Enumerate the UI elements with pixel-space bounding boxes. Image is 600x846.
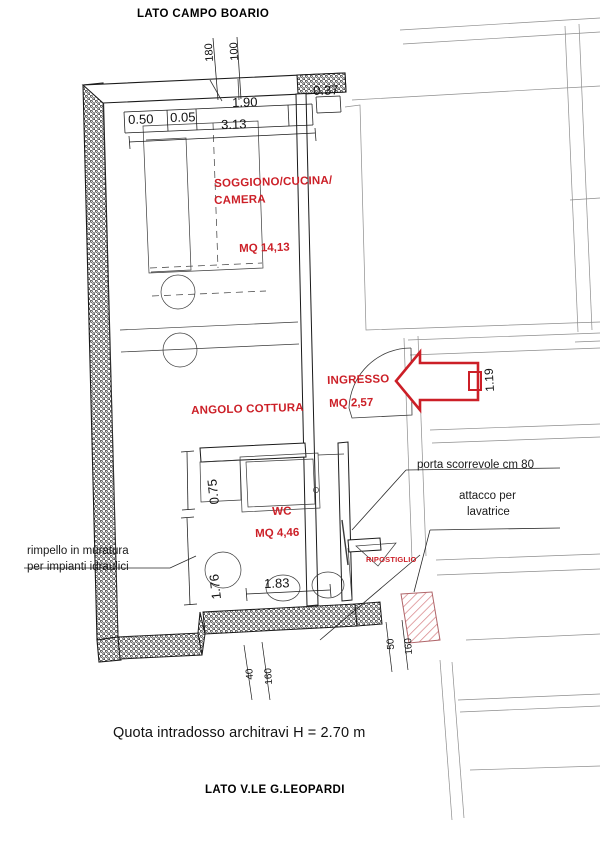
drawing-linework bbox=[24, 17, 600, 821]
dimension-160-right: 160 bbox=[403, 637, 415, 655]
dimension-1-83: 1.83 bbox=[263, 575, 290, 591]
dimension-3-13: 3.13 bbox=[220, 116, 247, 132]
dimension-0-50: 0.50 bbox=[127, 111, 154, 127]
ingresso-arrow-tail-marker bbox=[468, 371, 482, 391]
internal-detail-lines bbox=[102, 102, 397, 638]
context-building bbox=[344, 17, 600, 821]
note-rimpello-line1: rimpello in muratura bbox=[27, 545, 129, 557]
ingresso-arrow bbox=[394, 348, 480, 414]
dimension-0-05: 0.05 bbox=[169, 109, 196, 125]
dimension-180: 180 bbox=[202, 42, 216, 62]
dimension-40: 40 bbox=[244, 668, 256, 680]
note-rimpello-line2: per impianti idraulici bbox=[27, 561, 129, 573]
dimension-1-76: 1.76 bbox=[206, 573, 224, 601]
dimension-0-37: 0.37 bbox=[312, 82, 339, 98]
dimension-50: 50 bbox=[385, 638, 397, 650]
note-porta-scorrevole: porta scorrevole cm 80 bbox=[417, 459, 534, 471]
dimension-lines-bottom bbox=[243, 619, 409, 701]
dimension-160-left: 160 bbox=[263, 667, 275, 685]
attacco-lavatrice-hatch bbox=[400, 591, 441, 644]
dimension-1-90: 1.90 bbox=[231, 94, 258, 110]
title-bottom: LATO V.LE G.LEOPARDI bbox=[205, 784, 345, 796]
room-area-soggiorno: MQ 14,13 bbox=[239, 241, 290, 255]
room-label-soggiorno-line2: CAMERA bbox=[214, 193, 266, 207]
dimension-lines-top bbox=[123, 36, 342, 150]
dimension-1-19: 1.19 bbox=[481, 367, 497, 393]
interior-walls bbox=[199, 92, 382, 607]
dimension-0-75: 0.75 bbox=[204, 478, 222, 506]
dimension-100: 100 bbox=[227, 41, 241, 61]
room-area-ingresso: MQ 2,57 bbox=[329, 396, 374, 410]
room-label-ripostiglio: RIPOSTIGLIO bbox=[366, 555, 417, 564]
room-area-wc: MQ 4,46 bbox=[255, 526, 300, 540]
dimension-lines-wc bbox=[180, 450, 332, 606]
note-attacco-line1: attacco per bbox=[459, 490, 516, 502]
caption-architravi: Quota intradosso architravi H = 2.70 m bbox=[113, 725, 366, 741]
room-label-ingresso: INGRESSO bbox=[327, 373, 390, 387]
leader-lines bbox=[24, 467, 561, 641]
room-label-wc: WC bbox=[272, 505, 292, 518]
note-attacco-line2: lavatrice bbox=[467, 506, 510, 518]
title-top: LATO CAMPO BOARIO bbox=[137, 8, 270, 20]
